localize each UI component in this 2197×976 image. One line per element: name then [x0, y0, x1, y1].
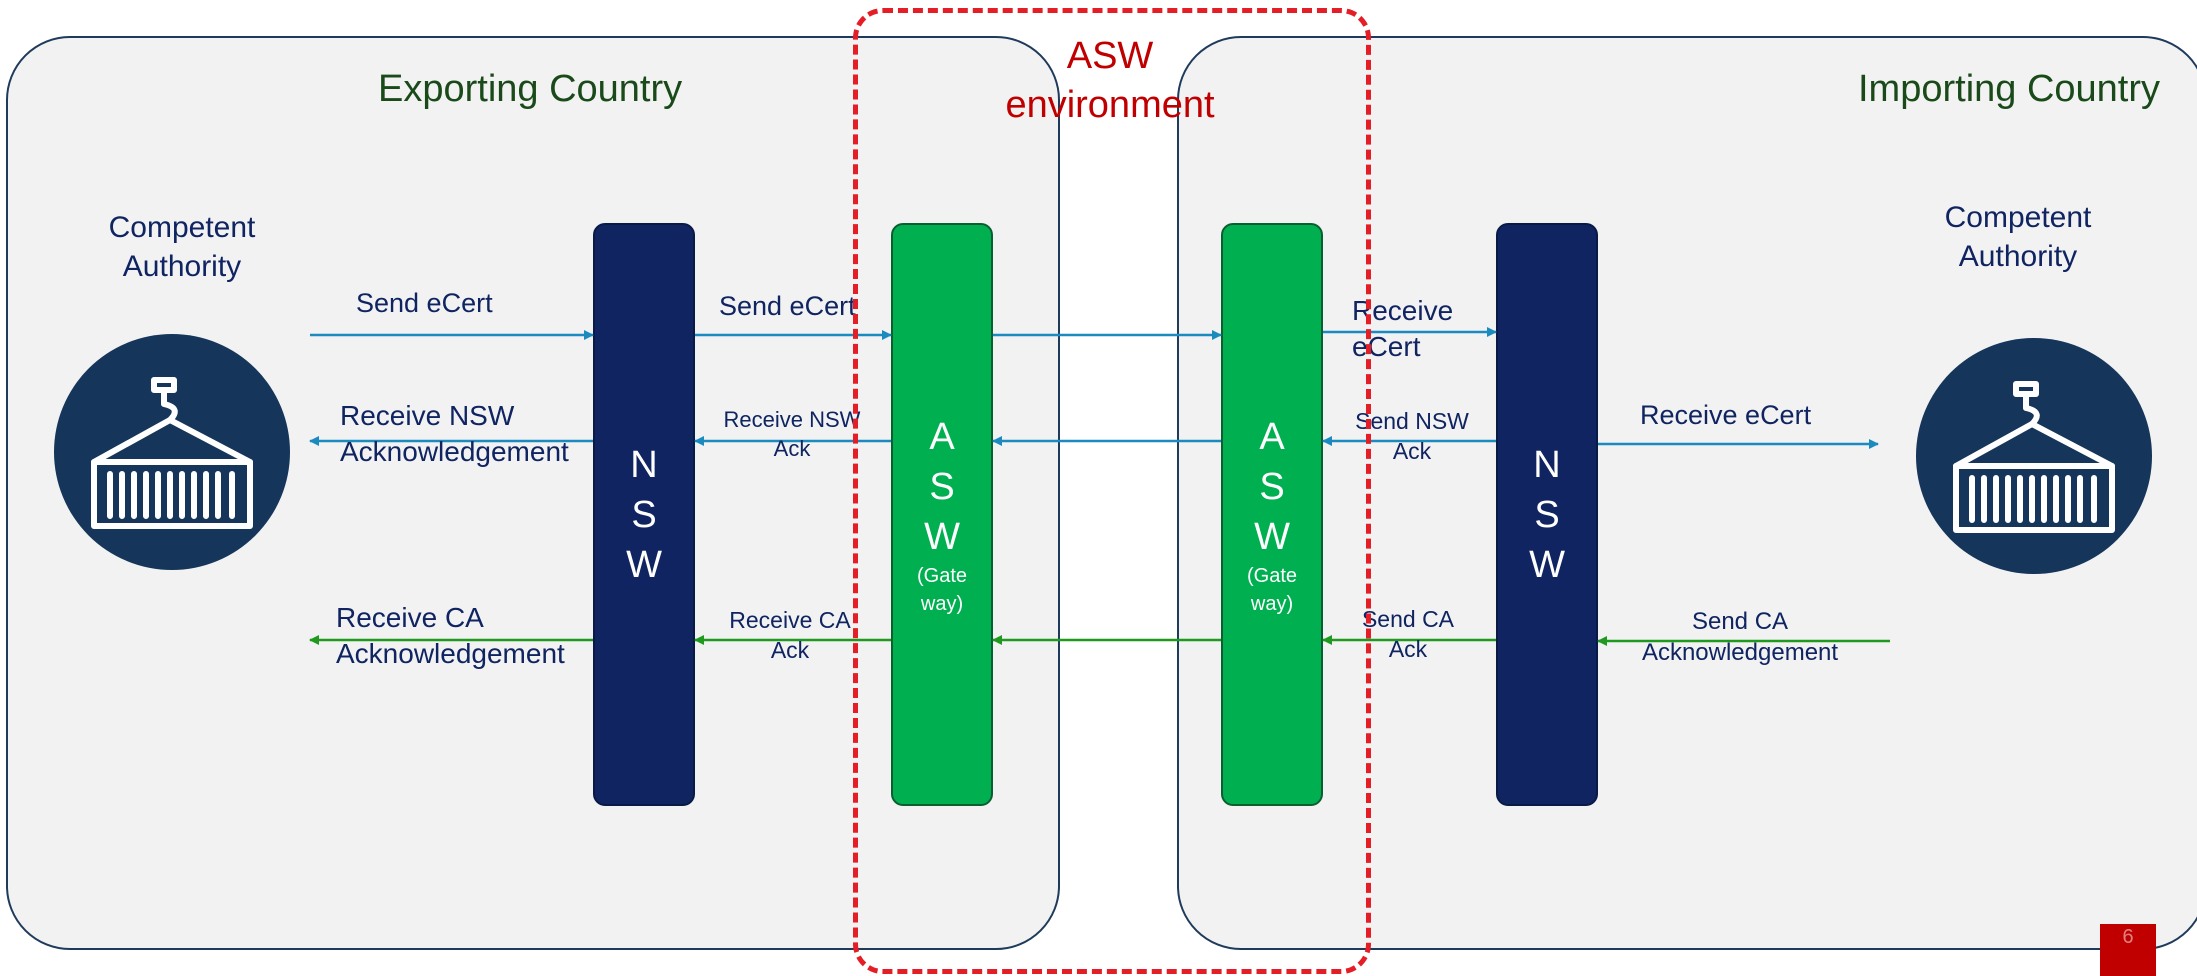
importing-nsw-letters: N S W [1529, 443, 1565, 586]
label-ca-send-ecert: Send eCert [356, 288, 493, 318]
label-nsw-receive-nsw-ack: Receive NSW Ack [723, 407, 861, 461]
exporting-country-title: Exporting Country [378, 68, 683, 110]
page-number-tab: 6 [2100, 924, 2156, 976]
label-imp-ca-receive-ecert: Receive eCert [1640, 400, 1812, 430]
label-imp-send-ca-ack: Send CA Ack [1361, 606, 1455, 662]
importing-country-title: Importing Country [1858, 68, 2161, 110]
exporting-asw-gateway-node: A S W (Gate way) [891, 223, 993, 806]
exporting-asw-gateway-sub: (Gate way) [916, 564, 968, 615]
importing-ca-cargo-container-icon [1916, 338, 2152, 574]
importing-asw-letters: A S W [1254, 415, 1290, 558]
label-nsw-send-ecert: Send eCert [719, 291, 856, 321]
asw-environment-boundary [853, 8, 1371, 974]
label-ca-receive-ca-ack: Receive CA Acknowledgement [336, 602, 565, 670]
label-imp-ca-send-ca-ack: Send CA Acknowledgement [1641, 608, 1839, 667]
asw-environment-label: ASW environment [1005, 35, 1215, 127]
label-ca-receive-nsw-ack: Receive NSW Acknowledgement [340, 400, 569, 468]
exporting-nsw-node: N S W [593, 223, 695, 806]
label-nsw-receive-ca-ack: Receive CA Ack [729, 607, 851, 663]
importing-ca-label: Competent Authority [1944, 201, 2092, 273]
exporting-ca-label: Competent Authority [108, 211, 256, 283]
importing-nsw-node: N S W [1496, 223, 1598, 806]
exporting-ca-cargo-container-icon [54, 334, 290, 570]
importing-asw-gateway-node: A S W (Gate way) [1221, 223, 1323, 806]
importing-asw-gateway-sub: (Gate way) [1246, 564, 1298, 615]
label-imp-send-nsw-ack: Send NSW Ack [1355, 408, 1469, 464]
page-number: 6 [2122, 926, 2134, 948]
exporting-asw-letters: A S W [924, 415, 960, 558]
exporting-nsw-letters: N S W [626, 443, 662, 586]
